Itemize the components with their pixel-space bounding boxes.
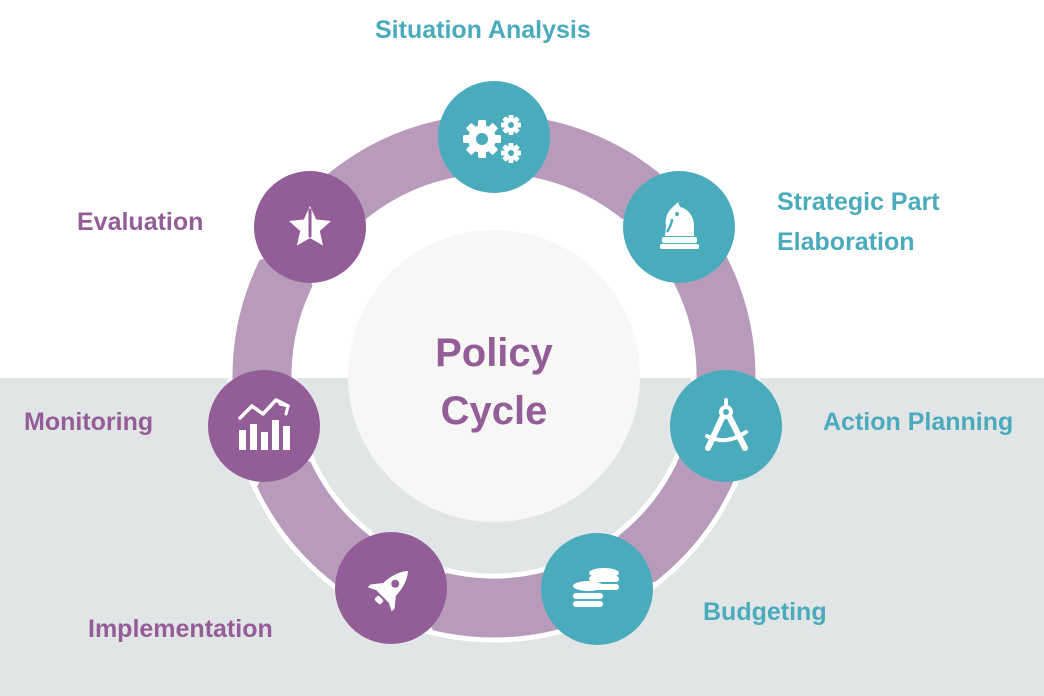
stage-label-line: Monitoring bbox=[24, 408, 154, 436]
coins-stack-icon bbox=[573, 568, 619, 607]
stage-node-action-planning[interactable] bbox=[670, 370, 782, 482]
stage-node-strategic-part-elaboration[interactable] bbox=[623, 171, 735, 283]
drafting-compass-icon bbox=[705, 398, 748, 451]
stage-label-strategic-part-elaboration: Strategic Part Elaboration bbox=[777, 182, 940, 262]
star-half-icon bbox=[289, 206, 331, 246]
center-disk bbox=[348, 230, 640, 522]
stage-label-line: Elaboration bbox=[777, 228, 915, 256]
stage-label-implementation: Implementation bbox=[88, 609, 273, 649]
gears-icon bbox=[463, 115, 521, 163]
stage-label-evaluation: Evaluation bbox=[77, 202, 203, 242]
stage-node-evaluation[interactable] bbox=[254, 171, 366, 283]
stage-node-circle bbox=[208, 370, 320, 482]
stage-node-circle bbox=[670, 370, 782, 482]
center-title: Policy Cycle bbox=[394, 324, 594, 440]
stage-label-line: Strategic Part bbox=[777, 188, 940, 216]
stage-label-line: Implementation bbox=[88, 615, 273, 643]
stage-node-situation-analysis[interactable] bbox=[438, 81, 550, 193]
stage-node-budgeting[interactable] bbox=[541, 533, 653, 645]
stage-label-action-planning: Action Planning bbox=[823, 402, 1013, 442]
stage-label-line: Situation Analysis bbox=[375, 16, 591, 44]
chart-line-icon bbox=[238, 398, 290, 450]
chess-knight-icon bbox=[660, 202, 699, 249]
stage-label-line: Evaluation bbox=[77, 208, 204, 236]
stage-label-line: Budgeting bbox=[703, 598, 827, 626]
stage-node-implementation[interactable] bbox=[335, 532, 447, 644]
center-title-line-1: Policy bbox=[435, 331, 553, 375]
rocket-icon bbox=[367, 571, 408, 612]
stage-label-line: Action Planning bbox=[823, 408, 1014, 436]
stage-node-monitoring[interactable] bbox=[208, 370, 320, 482]
center-title-line-2: Cycle bbox=[440, 389, 548, 433]
stage-label-budgeting: Budgeting bbox=[703, 592, 827, 632]
stage-label-situation-analysis: Situation Analysis bbox=[375, 10, 591, 50]
stage-label-monitoring: Monitoring bbox=[24, 402, 153, 442]
